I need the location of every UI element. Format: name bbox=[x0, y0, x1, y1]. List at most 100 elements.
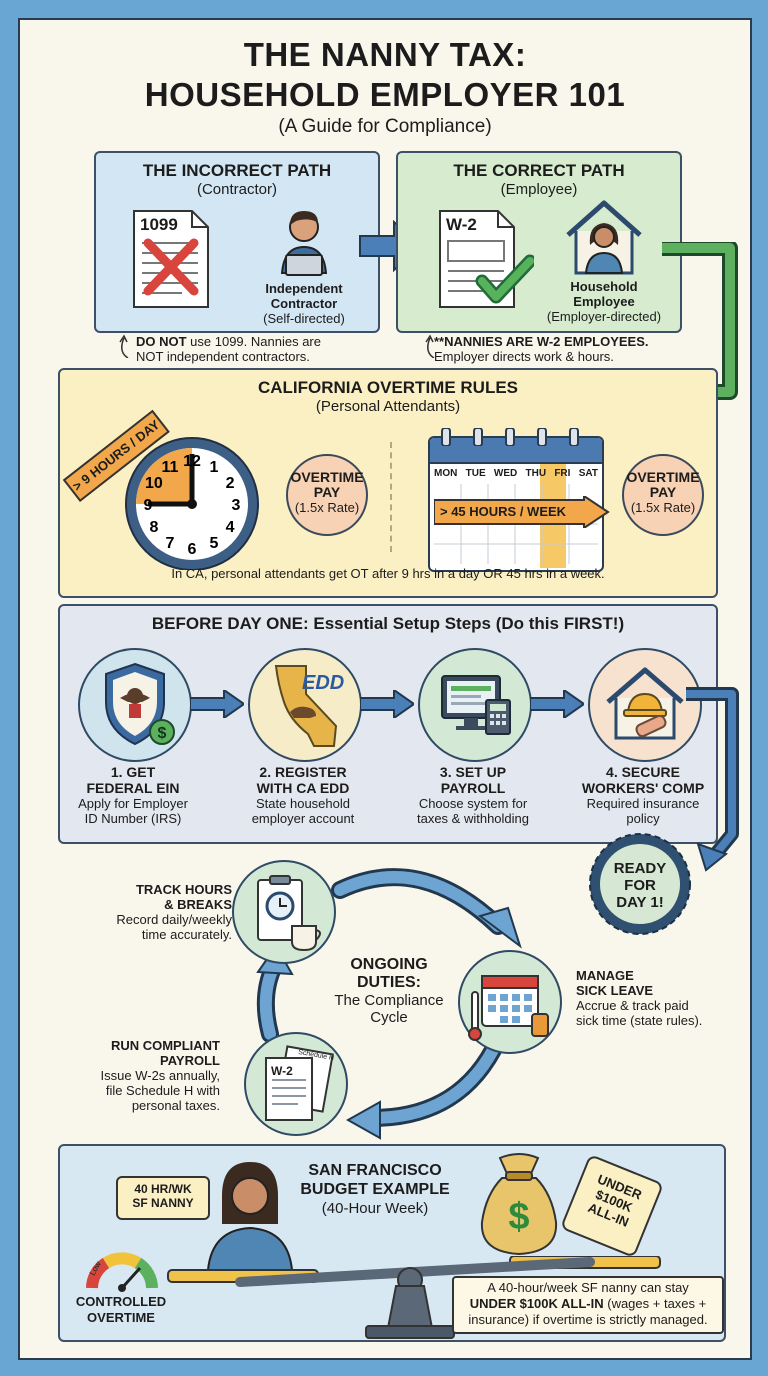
clock-number: 3 bbox=[232, 497, 241, 514]
contractor-label-line2: Contractor bbox=[270, 296, 338, 311]
budget-note-rest: (wages + taxes + bbox=[603, 1296, 707, 1311]
step4-desc1: Required insurance bbox=[586, 796, 700, 811]
step1-text: 1. GET FEDERAL EIN Apply for Employer ID… bbox=[60, 764, 206, 826]
ready-connector-arrow-icon bbox=[684, 684, 748, 874]
overtime-subtitle: (Personal Attendants) bbox=[315, 398, 461, 415]
step4-circle bbox=[588, 648, 702, 762]
step4-text: 4. SECURE WORKERS' COMP Required insuran… bbox=[568, 764, 718, 826]
section-divider bbox=[390, 442, 392, 552]
overtime-bubble-weekly: OVERTIME PAY (1.5x Rate) bbox=[622, 454, 704, 536]
contractor-label-line1: Independent bbox=[265, 281, 343, 296]
overtime-title: CALIFORNIA OVERTIME RULES bbox=[257, 378, 519, 397]
weekly-threshold-arrow: > 45 HOURS / WEEK bbox=[434, 496, 610, 528]
ready-line1: READY bbox=[613, 860, 667, 877]
budget-note-line3: insurance) if overtime is strictly manag… bbox=[468, 1312, 708, 1327]
payroll-text: RUN COMPLIANT PAYROLL Issue W-2s annuall… bbox=[80, 1038, 220, 1113]
calendar-thermometer-icon bbox=[468, 975, 549, 1041]
clock-number: 10 bbox=[145, 475, 163, 492]
step2-desc2: employer account bbox=[251, 811, 355, 826]
incorrect-note-bold: DO NOT bbox=[136, 334, 187, 349]
step-arrow-icon-2 bbox=[359, 688, 416, 720]
payroll-circle: W-2 Schedule H bbox=[244, 1032, 348, 1136]
incorrect-path-title: THE INCORRECT PATH bbox=[142, 161, 332, 180]
step4-title1: 4. SECURE bbox=[606, 764, 680, 780]
edd-logo: EDD bbox=[302, 672, 345, 694]
step1-title1: 1. GET bbox=[110, 764, 156, 780]
page-subtitle: (A Guide for Compliance) bbox=[278, 116, 492, 137]
form-w2-label: W-2 bbox=[446, 215, 477, 234]
household-employee-house-icon bbox=[564, 199, 644, 275]
step-arrow-icon-1 bbox=[189, 688, 246, 720]
under-100k-tag: UNDER $100K ALL-IN bbox=[559, 1153, 665, 1259]
money-bag-symbol: $ bbox=[508, 1196, 530, 1238]
ready-line2: FOR bbox=[624, 877, 656, 894]
correct-path-panel: THE CORRECT PATH (Employee) W-2 bbox=[396, 151, 682, 333]
budget-subtitle: (40-Hour Week) bbox=[321, 1200, 429, 1217]
overtime-panel: CALIFORNIA OVERTIME RULES (Personal Atte… bbox=[58, 368, 718, 598]
step3-desc2: taxes & withholding bbox=[416, 811, 529, 826]
sick-desc1: Accrue & track paid bbox=[576, 998, 689, 1013]
clock-number: 7 bbox=[166, 535, 175, 552]
step3-text: 3. SET UP PAYROLL Choose system for taxe… bbox=[400, 764, 546, 826]
ready-line3: DAY 1! bbox=[616, 894, 664, 911]
step1-circle: $ bbox=[78, 648, 192, 762]
household-label-line1: Household bbox=[570, 279, 638, 294]
cycle-center-sub1: The Compliance bbox=[334, 992, 444, 1009]
sick-title1: MANAGE bbox=[576, 968, 634, 983]
overtime-footnote: In CA, personal attendants get OT after … bbox=[171, 566, 605, 581]
track-desc2: time accurately. bbox=[141, 927, 232, 942]
step-arrow-icon-3 bbox=[529, 688, 586, 720]
clock-number: 12 bbox=[183, 453, 201, 470]
step2-circle: EDD bbox=[248, 648, 362, 762]
step1-desc2: ID Number (IRS) bbox=[84, 811, 182, 826]
budget-note-line1: A 40-hour/week SF nanny can stay bbox=[487, 1280, 689, 1295]
budget-panel: SAN FRANCISCO BUDGET EXAMPLE (40-Hour We… bbox=[58, 1144, 726, 1342]
form-1099-label: 1099 bbox=[140, 215, 178, 234]
incorrect-note-line2: NOT independent contractors. bbox=[136, 349, 310, 364]
payroll-title1: RUN COMPLIANT bbox=[110, 1038, 220, 1053]
step4-desc2: policy bbox=[626, 811, 660, 826]
cycle-center-title2: DUTIES: bbox=[357, 974, 421, 991]
tax-forms-icon bbox=[265, 1045, 334, 1121]
cycle-arrows-icon bbox=[230, 856, 560, 1146]
gauge-label1: CONTROLLED bbox=[75, 1294, 167, 1309]
household-sublabel: (Employer-directed) bbox=[546, 309, 662, 324]
weekly-threshold-label: > 45 HOURS / WEEK bbox=[440, 504, 567, 519]
shield-eagle-icon: $ bbox=[105, 662, 175, 746]
nanny-tag-line1: 40 HR/WK bbox=[134, 1182, 192, 1196]
step3-circle bbox=[418, 648, 532, 762]
nanny-tag-line2: SF NANNY bbox=[132, 1196, 194, 1210]
step3-title2: PAYROLL bbox=[440, 780, 506, 796]
nanny-tag: 40 HR/WK SF NANNY bbox=[116, 1176, 210, 1220]
track-desc1: Record daily/weekly bbox=[116, 912, 232, 927]
weekday-label: FRI bbox=[554, 468, 571, 479]
weekday-label: TUE bbox=[465, 468, 486, 479]
step2-title1: 2. REGISTER bbox=[259, 764, 347, 780]
step3-title1: 3. SET UP bbox=[439, 764, 507, 780]
sick-title2: SICK LEAVE bbox=[576, 983, 654, 998]
setup-title: BEFORE DAY ONE: Essential Setup Steps (D… bbox=[151, 614, 625, 633]
track-hours-text: TRACK HOURS & BREAKS Record daily/weekly… bbox=[82, 882, 232, 942]
form-w2-icon: W-2 bbox=[438, 209, 537, 309]
cycle-center-title1: ONGOING bbox=[350, 956, 428, 973]
infographic-page: THE NANNY TAX: HOUSEHOLD EMPLOYER 101 (A… bbox=[18, 18, 752, 1360]
step2-desc1: State household bbox=[256, 796, 350, 811]
correct-path-subtitle: (Employee) bbox=[500, 181, 578, 198]
payroll-desc1: Issue W-2s annually, bbox=[100, 1068, 220, 1083]
payroll-title2: PAYROLL bbox=[160, 1053, 220, 1068]
page-title-line2: HOUSEHOLD EMPLOYER 101 bbox=[144, 76, 626, 113]
weekday-label: SAT bbox=[578, 468, 598, 479]
weekday-label: THU bbox=[525, 468, 547, 479]
household-label-line2: Employee bbox=[573, 294, 635, 309]
budget-note-bold: UNDER $100K ALL-IN bbox=[469, 1296, 604, 1311]
incorrect-path-panel: THE INCORRECT PATH (Contractor) 1099 bbox=[94, 151, 380, 333]
payroll-form-w2-label: W-2 bbox=[271, 1064, 293, 1078]
cycle-center-sub2: Cycle bbox=[370, 1009, 408, 1026]
bubble2-line3: (1.5x Rate) bbox=[630, 500, 696, 515]
incorrect-path-note: DO NOT use 1099. Nannies are NOT indepen… bbox=[136, 334, 376, 364]
weekday-label: WED bbox=[493, 468, 518, 479]
gauge-icon: Low bbox=[84, 1246, 160, 1292]
clock-number: 9 bbox=[144, 497, 153, 514]
track-title1: TRACK HOURS bbox=[135, 882, 232, 897]
